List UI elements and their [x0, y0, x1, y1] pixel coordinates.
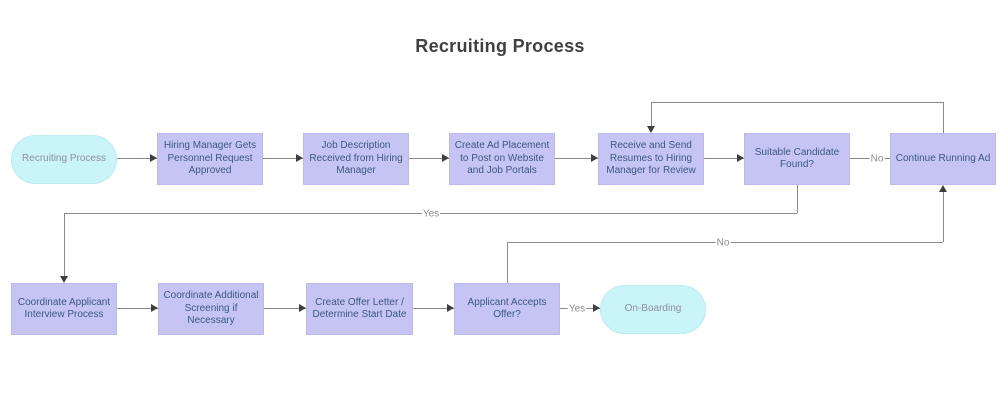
node-onboarding-terminator: On-Boarding — [600, 285, 706, 334]
node-create-ad-placement: Create Ad Placement to Post on Website a… — [449, 133, 555, 185]
node-applicant-accepts-decision: Applicant Accepts Offer? — [454, 283, 560, 335]
arrowhead-yes-into-onboarding-icon — [593, 304, 600, 312]
connector-approval-to-jobdesc — [263, 158, 303, 159]
connector-start-to-approval — [117, 158, 157, 159]
node-start-terminator: Recruiting Process — [11, 135, 117, 184]
node-create-offer-letter: Create Offer Letter / Determine Start Da… — [306, 283, 413, 335]
edge-label-accepts-yes: Yes — [567, 303, 587, 315]
node-coordinate-interview: Coordinate Applicant Interview Process — [11, 283, 117, 335]
node-job-description-received: Job Description Received from Hiring Man… — [303, 133, 409, 185]
node-create-offer-letter-label: Create Offer Letter / Determine Start Da… — [312, 296, 407, 321]
node-receive-send-resumes: Receive and Send Resumes to Hiring Manag… — [598, 133, 704, 185]
node-receive-send-resumes-label: Receive and Send Resumes to Hiring Manag… — [606, 140, 696, 177]
arrowhead-loop-into-resumes-icon — [647, 126, 655, 133]
node-suitable-candidate-decision: Suitable Candidate Found? — [744, 133, 850, 185]
connector-jobdesc-to-adplacement — [409, 158, 449, 159]
node-additional-screening-label: Coordinate Additional Screening if Neces… — [163, 290, 259, 327]
edge-label-accepts-no: No — [715, 237, 731, 249]
node-personnel-request-approved-label: Hiring Manager Gets Personnel Request Ap… — [163, 140, 257, 177]
node-additional-screening: Coordinate Additional Screening if Neces… — [158, 283, 264, 335]
arrowhead-interview-to-screening-icon — [151, 304, 158, 312]
connector-suitable-yes-drop — [797, 185, 798, 213]
connector-accepts-no-right-rise — [943, 191, 944, 242]
node-applicant-accepts-decision-label: Applicant Accepts Offer? — [467, 296, 547, 321]
edge-label-suitable-yes: Yes — [421, 208, 441, 220]
node-coordinate-interview-label: Coordinate Applicant Interview Process — [17, 296, 111, 321]
node-job-description-received-label: Job Description Received from Hiring Man… — [309, 140, 403, 177]
arrowhead-offer-to-accepts-icon — [447, 304, 454, 312]
arrowhead-screening-to-offer-icon — [299, 304, 306, 312]
arrowhead-yes-into-interview-icon — [60, 276, 68, 283]
node-create-ad-placement-label: Create Ad Placement to Post on Website a… — [454, 140, 550, 177]
node-onboarding-label: On-Boarding — [624, 303, 682, 315]
connector-screening-to-offer — [264, 308, 306, 309]
edge-label-suitable-no: No — [869, 153, 885, 165]
connector-resumes-to-suitable — [704, 158, 744, 159]
connector-loop-top-horizontal — [651, 102, 943, 103]
diagram-title: Recruiting Process — [415, 36, 585, 56]
arrowhead-resumes-to-suitable-icon — [737, 154, 744, 162]
connector-suitable-yes-left-drop — [64, 213, 65, 277]
node-continue-running-ad-label: Continue Running Ad — [895, 152, 991, 164]
node-start-label: Recruiting Process — [22, 153, 106, 165]
arrowhead-jobdesc-to-adplacement-icon — [442, 154, 449, 162]
connector-adplacement-to-resumes — [555, 158, 598, 159]
connector-loop-right-vertical — [943, 102, 944, 133]
node-personnel-request-approved: Hiring Manager Gets Personnel Request Ap… — [157, 133, 263, 185]
arrowhead-start-to-approval-icon — [150, 154, 157, 162]
connector-accepts-no-rise — [507, 242, 508, 283]
arrowhead-approval-to-jobdesc-icon — [296, 154, 303, 162]
connector-offer-to-accepts — [413, 308, 454, 309]
connector-interview-to-screening — [117, 308, 158, 309]
node-suitable-candidate-decision-label: Suitable Candidate Found? — [754, 146, 840, 171]
node-continue-running-ad: Continue Running Ad — [890, 133, 996, 185]
arrowhead-adplacement-to-resumes-icon — [591, 154, 598, 162]
connector-loop-left-vertical — [651, 102, 652, 128]
arrowhead-no-into-continue-icon — [939, 185, 947, 192]
